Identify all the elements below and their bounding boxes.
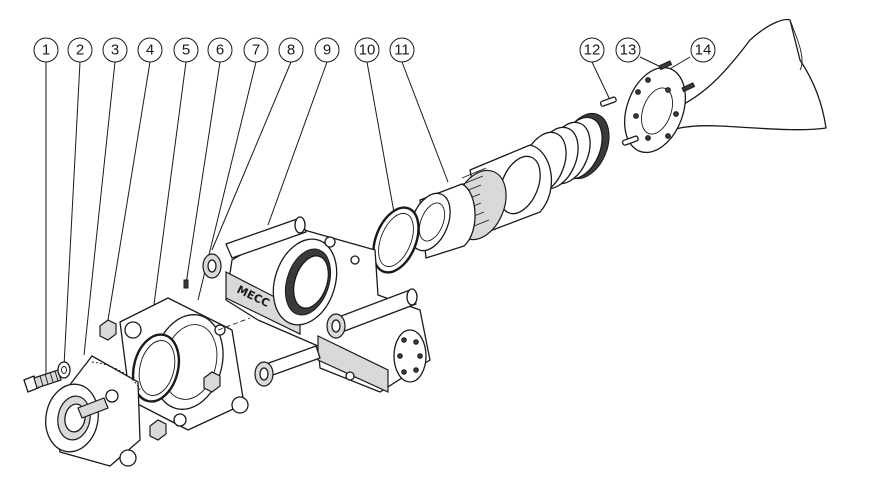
part-6-grub-screw [183,279,189,289]
callout-7: 7 [243,37,269,63]
flange-stud [77,397,109,419]
part-10-o-ring [372,206,420,274]
part-8-threaded-nuts [202,253,346,387]
svg-text:12: 12 [584,42,601,59]
leader-5 [147,61,187,351]
callout-9: 9 [314,37,340,63]
callout-13: 13 [615,37,641,63]
part-1-hex-bolt [23,369,62,393]
callout-10: 10 [354,37,380,63]
part-2-washer [57,361,71,379]
flange-nuts [99,319,221,441]
svg-text:2: 2 [76,42,84,59]
part-13-screws [658,60,696,93]
svg-text:8: 8 [287,42,295,59]
svg-text:10: 10 [359,42,376,59]
svg-text:9: 9 [323,42,331,59]
callout-8: 8 [278,37,304,63]
part-5-gasket-ring [131,333,181,403]
callout-5: 5 [173,37,199,63]
callout-4: 4 [137,37,163,63]
svg-text:1: 1 [42,42,50,59]
svg-text:5: 5 [182,42,190,59]
svg-text:7: 7 [252,42,260,59]
svg-text:3: 3 [111,42,119,59]
callout-6: 6 [207,37,233,63]
leader-14 [667,56,691,71]
leader-9 [267,61,328,226]
part-12-dowel-pins [599,96,639,146]
svg-text:4: 4 [146,42,154,59]
leader-8 [211,61,292,251]
leader-10 [366,61,396,219]
callout-3: 3 [102,37,128,63]
part-11-spline-sleeve [409,112,610,259]
svg-text:13: 13 [620,42,637,59]
leader-4 [107,61,151,321]
svg-text:6: 6 [216,42,224,59]
callout-12: 12 [579,37,605,63]
leader-3 [83,61,116,356]
callout-14: 14 [690,37,716,63]
part-9-main-housing: MECC [225,225,431,393]
center-axis [217,317,251,331]
callout-11: 11 [389,37,415,63]
output-shaft-arm [667,18,827,131]
svg-text:14: 14 [695,42,712,59]
callout-2: 2 [67,37,93,63]
callout-1: 1 [33,37,59,63]
tie-rods [225,216,418,377]
leader-2 [63,61,81,367]
svg-text:11: 11 [394,42,410,59]
part-14-flange-plate [624,66,686,154]
leader-11 [401,61,449,183]
leader-12 [591,61,611,101]
leader-6 [185,61,221,285]
leader-lines [45,56,691,374]
